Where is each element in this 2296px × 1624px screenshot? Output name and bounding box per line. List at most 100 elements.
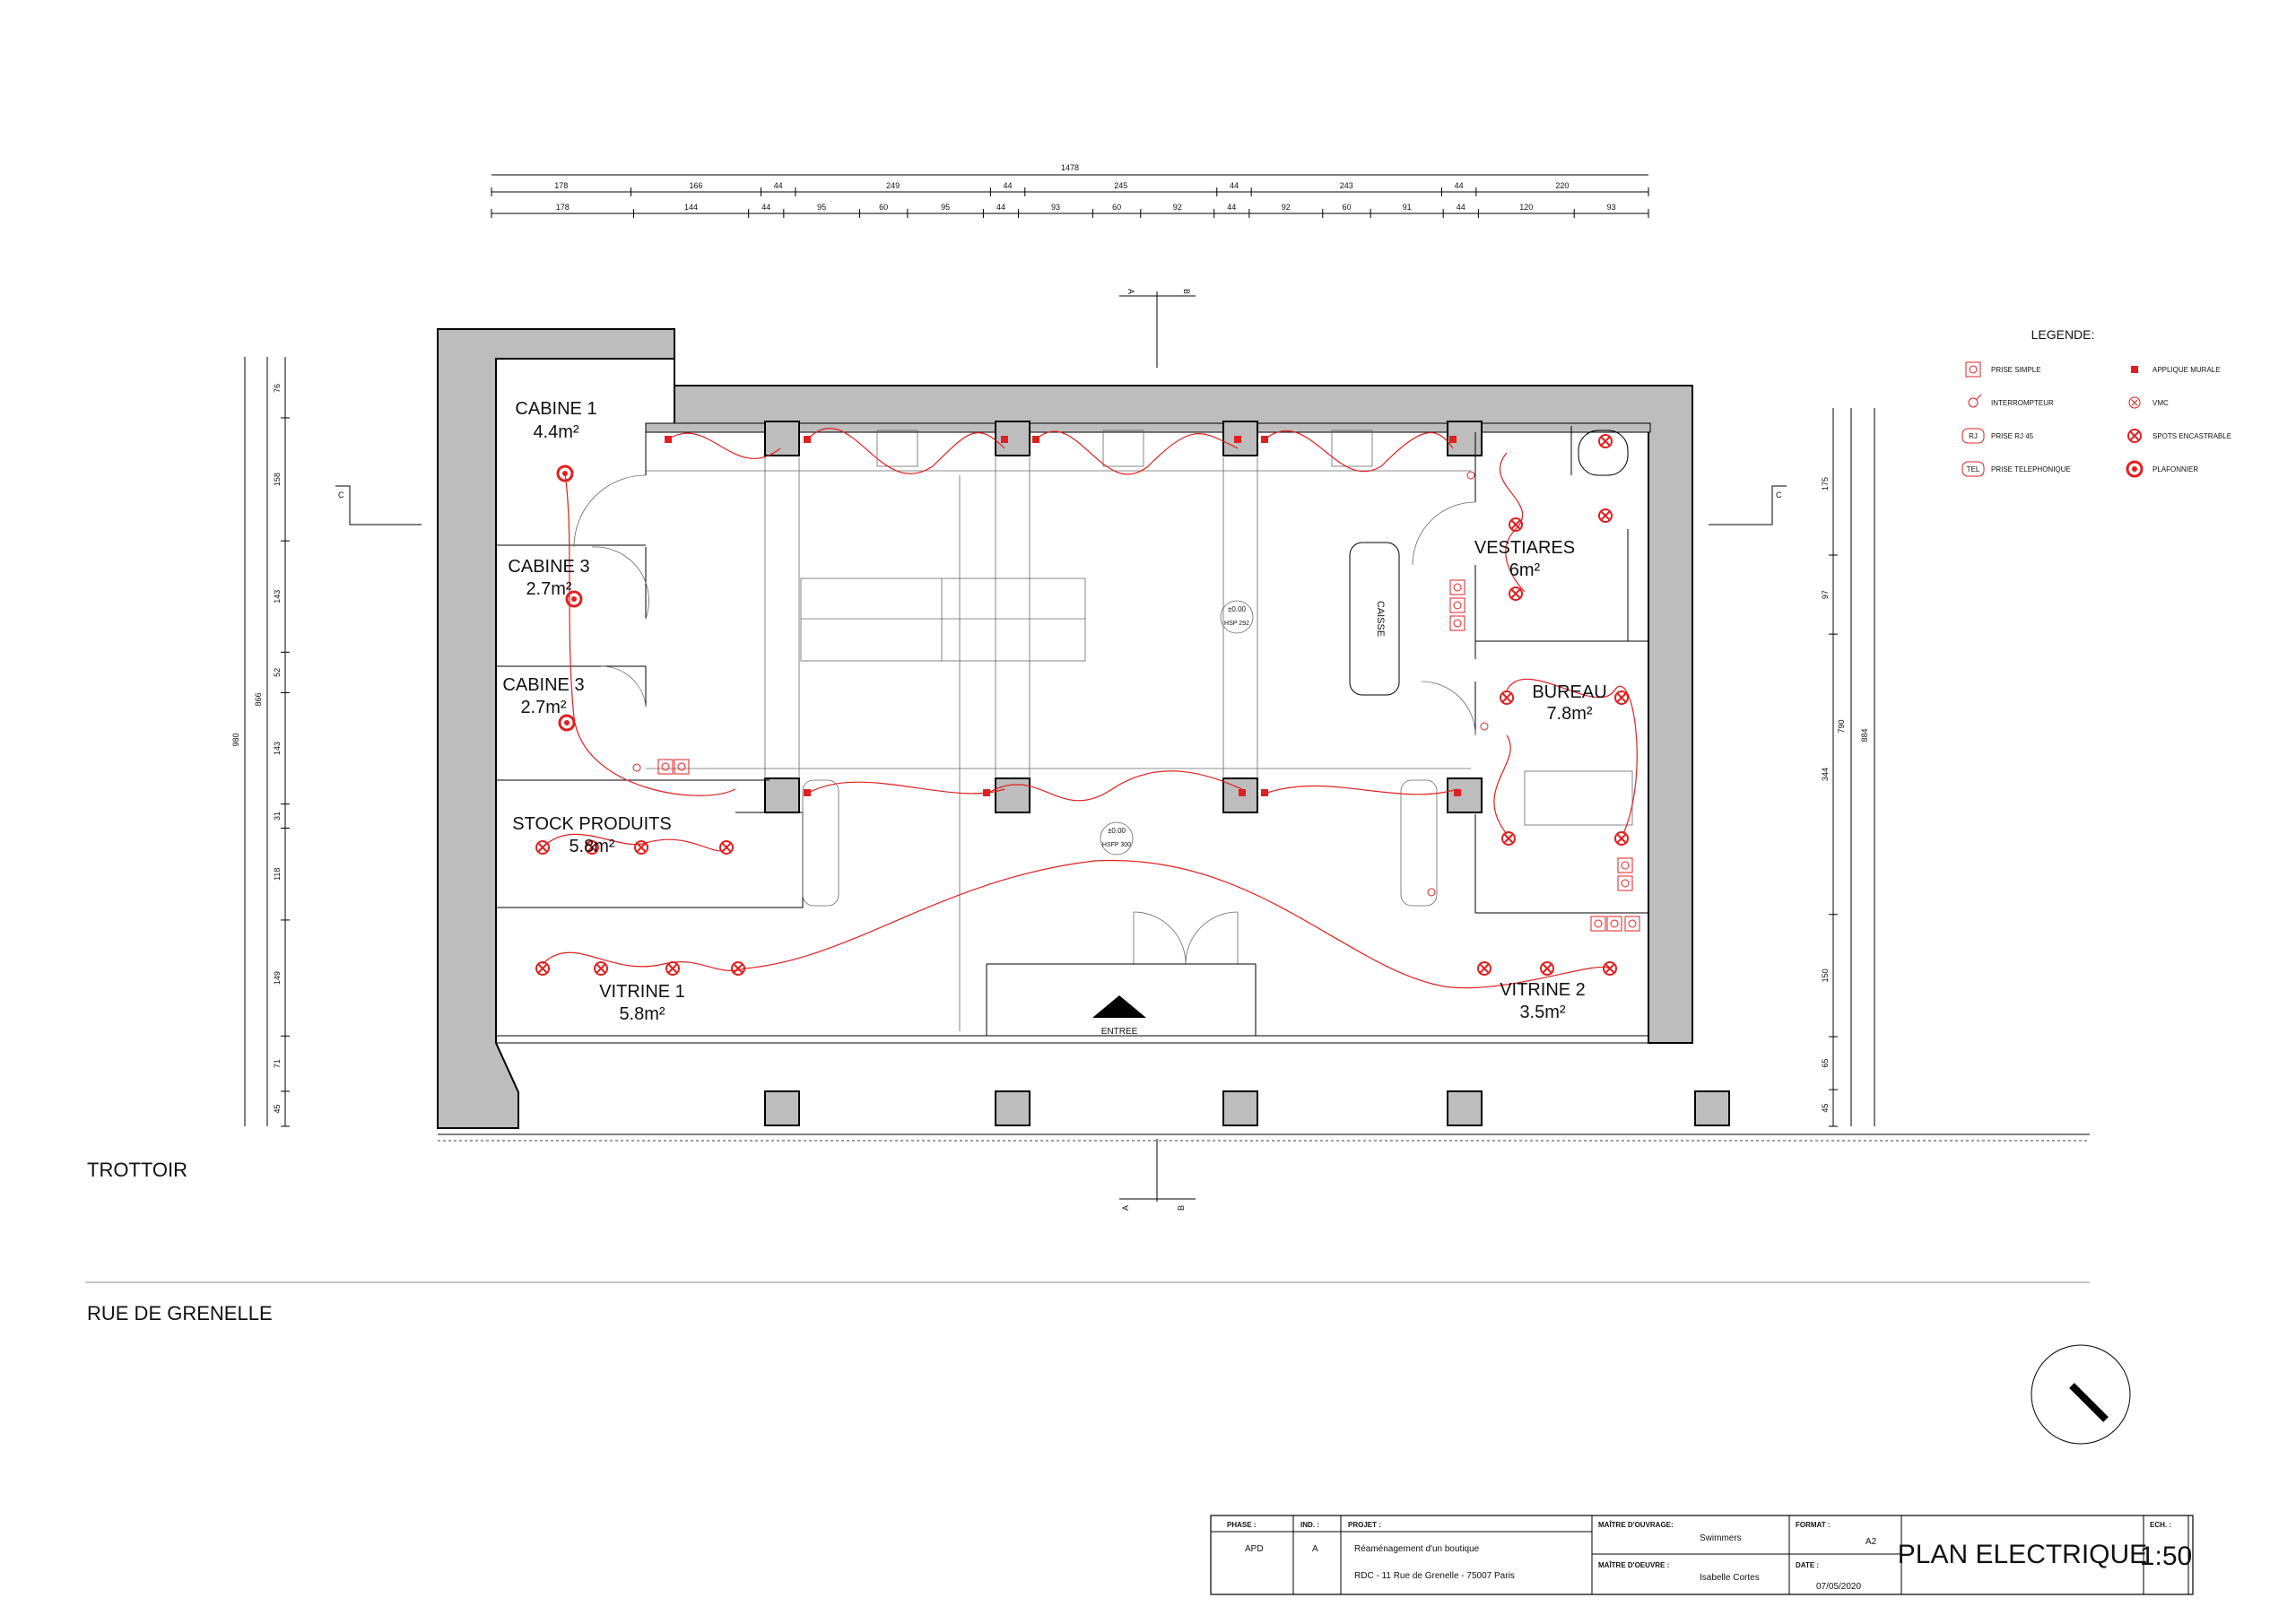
tb-projet-line1: Réaménagement d'un boutique [1354, 1544, 1480, 1554]
dim-value: 95 [817, 203, 826, 212]
wall-light-icon [804, 436, 811, 443]
title-block: PHASE : APD IND. : A PROJET : Réaménagem… [1210, 1515, 2194, 1595]
tb-mo: Swimmers [1700, 1533, 1742, 1543]
room-name-vestiares: VESTIARES [1474, 538, 1575, 558]
tb-ech-label: ECH. : [2150, 1521, 2171, 1529]
interior-layout: CAISSE ±0.00 HSP 292 ±0.00 HSFP 300 ENTR… [573, 430, 1633, 1037]
building-walls [85, 328, 2090, 1283]
dim-value: 120 [1519, 203, 1533, 212]
room-name-stock: STOCK PRODUITS [512, 814, 671, 834]
room-area-vitrine-1: 5.8m² [619, 1004, 665, 1024]
switch-icon [1466, 471, 1475, 480]
legend-label: SPOTS ENCASTRABLE [2152, 432, 2231, 440]
legend-label: PRISE RJ 45 [1991, 432, 2034, 440]
socket-icon [1590, 916, 1606, 932]
recessed-spot-icon [1614, 690, 1629, 705]
legend-label: PRISE TELEPHONIQUE [1991, 465, 2071, 473]
dim-value: 93 [1607, 203, 1616, 212]
ceiling-light-icon [2126, 460, 2144, 478]
dim-right-outer: 884 [1860, 728, 1869, 742]
wall-light-icon [1261, 436, 1268, 443]
ceiling-light-icon [556, 465, 574, 482]
entrance-arrow-icon [1092, 995, 1146, 1018]
dim-value: 95 [941, 203, 950, 212]
room-name-cabine-1: CABINE 1 [515, 399, 596, 419]
recessed-spot-icon [2127, 429, 2142, 443]
hsp-marker-1: HSP 292 [1224, 621, 1249, 627]
level-marker-2: ±0.00 [1108, 827, 1126, 835]
dim-value: 52 [273, 668, 282, 677]
socket-icon [1449, 615, 1465, 631]
switch-icon [632, 763, 641, 772]
wall-light-icon [665, 436, 672, 443]
room-labels: CABINE 1 4.4m² CABINE 3 2.7m² CABINE 3 2… [502, 399, 1606, 1024]
dim-value: 92 [1282, 203, 1291, 212]
room-name-vitrine-1: VITRINE 1 [599, 982, 685, 1002]
wall-light-icon [804, 789, 811, 796]
tb-scale: 1:50 [2140, 1541, 2192, 1571]
tb-phase: APD [1245, 1544, 1264, 1554]
hsp-marker-2: HSFP 300 [1102, 842, 1131, 848]
recessed-spot-icon [1603, 961, 1617, 976]
recessed-spot-icon [665, 961, 680, 976]
room-name-cabine-3a: CABINE 3 [508, 557, 589, 577]
room-name-bureau: BUREAU [1532, 682, 1606, 702]
dim-value: 44 [1227, 203, 1236, 212]
north-arrow-icon [2031, 1344, 2131, 1445]
tb-drawing-title: PLAN ELECTRIQUE [1898, 1540, 2147, 1569]
dim-value: 344 [1821, 768, 1830, 781]
street-label: RUE DE GRENELLE [87, 1302, 273, 1324]
dim-value: 44 [774, 181, 783, 190]
recessed-spot-icon [1509, 586, 1523, 601]
electrical-circuits [542, 428, 1638, 989]
dim-value: 178 [556, 203, 570, 212]
caisse-label: CAISSE [1375, 601, 1386, 637]
dim-left-outer: 980 [231, 733, 240, 746]
trottoir-label: TROTTOIR [87, 1159, 187, 1181]
recessed-spot-icon [634, 840, 648, 855]
dim-value: 93 [1051, 203, 1060, 212]
tb-mo-label: MAÎTRE D'OUVRAGE: [1598, 1521, 1674, 1529]
dim-value: 44 [996, 203, 1005, 212]
recessed-spot-icon [1477, 961, 1492, 976]
section-c-left: C [338, 491, 344, 499]
recessed-spot-icon [585, 840, 599, 855]
room-name-vitrine-2: VITRINE 2 [1500, 980, 1586, 1000]
dim-value: 45 [1821, 1104, 1830, 1113]
switch-icon [1968, 394, 1982, 408]
dim-value: 97 [1821, 590, 1830, 599]
socket-icon [1449, 579, 1465, 595]
tb-date-label: DATE : [1796, 1561, 1819, 1569]
dim-value: 158 [273, 473, 282, 486]
tb-ind: A [1312, 1544, 1318, 1554]
phone-socket-icon: TEL [1961, 461, 1985, 477]
room-area-cabine-3a: 2.7m² [526, 579, 571, 599]
socket-icon [657, 759, 674, 775]
ceiling-light-icon [558, 714, 576, 732]
dim-value: 60 [1112, 203, 1121, 212]
room-area-stock: 5.8m² [569, 837, 614, 856]
dim-value: 92 [1173, 203, 1182, 212]
socket-icon [1617, 875, 1633, 891]
dim-value: 44 [1457, 203, 1465, 212]
section-markers: A B A B C C [335, 289, 1787, 1211]
tb-format-label: FORMAT : [1796, 1521, 1831, 1529]
dim-value: 71 [273, 1059, 282, 1068]
dim-value: 44 [1455, 181, 1464, 190]
dim-value: 44 [761, 203, 770, 212]
dim-value: 45 [273, 1104, 282, 1113]
tb-moe-label: MAÎTRE D'OEUVRE : [1598, 1561, 1669, 1569]
socket-icon [1624, 916, 1640, 932]
section-a-bottom: A [1121, 1205, 1130, 1211]
section-b-bottom: B [1177, 1205, 1186, 1211]
vmc-icon [2128, 396, 2141, 409]
dim-value: 143 [273, 590, 282, 604]
tb-date: 07/05/2020 [1816, 1582, 1861, 1592]
dim-left-inner: 866 [254, 692, 263, 706]
dim-right-inner: 790 [1837, 719, 1846, 733]
electrical-symbols [535, 434, 1640, 976]
